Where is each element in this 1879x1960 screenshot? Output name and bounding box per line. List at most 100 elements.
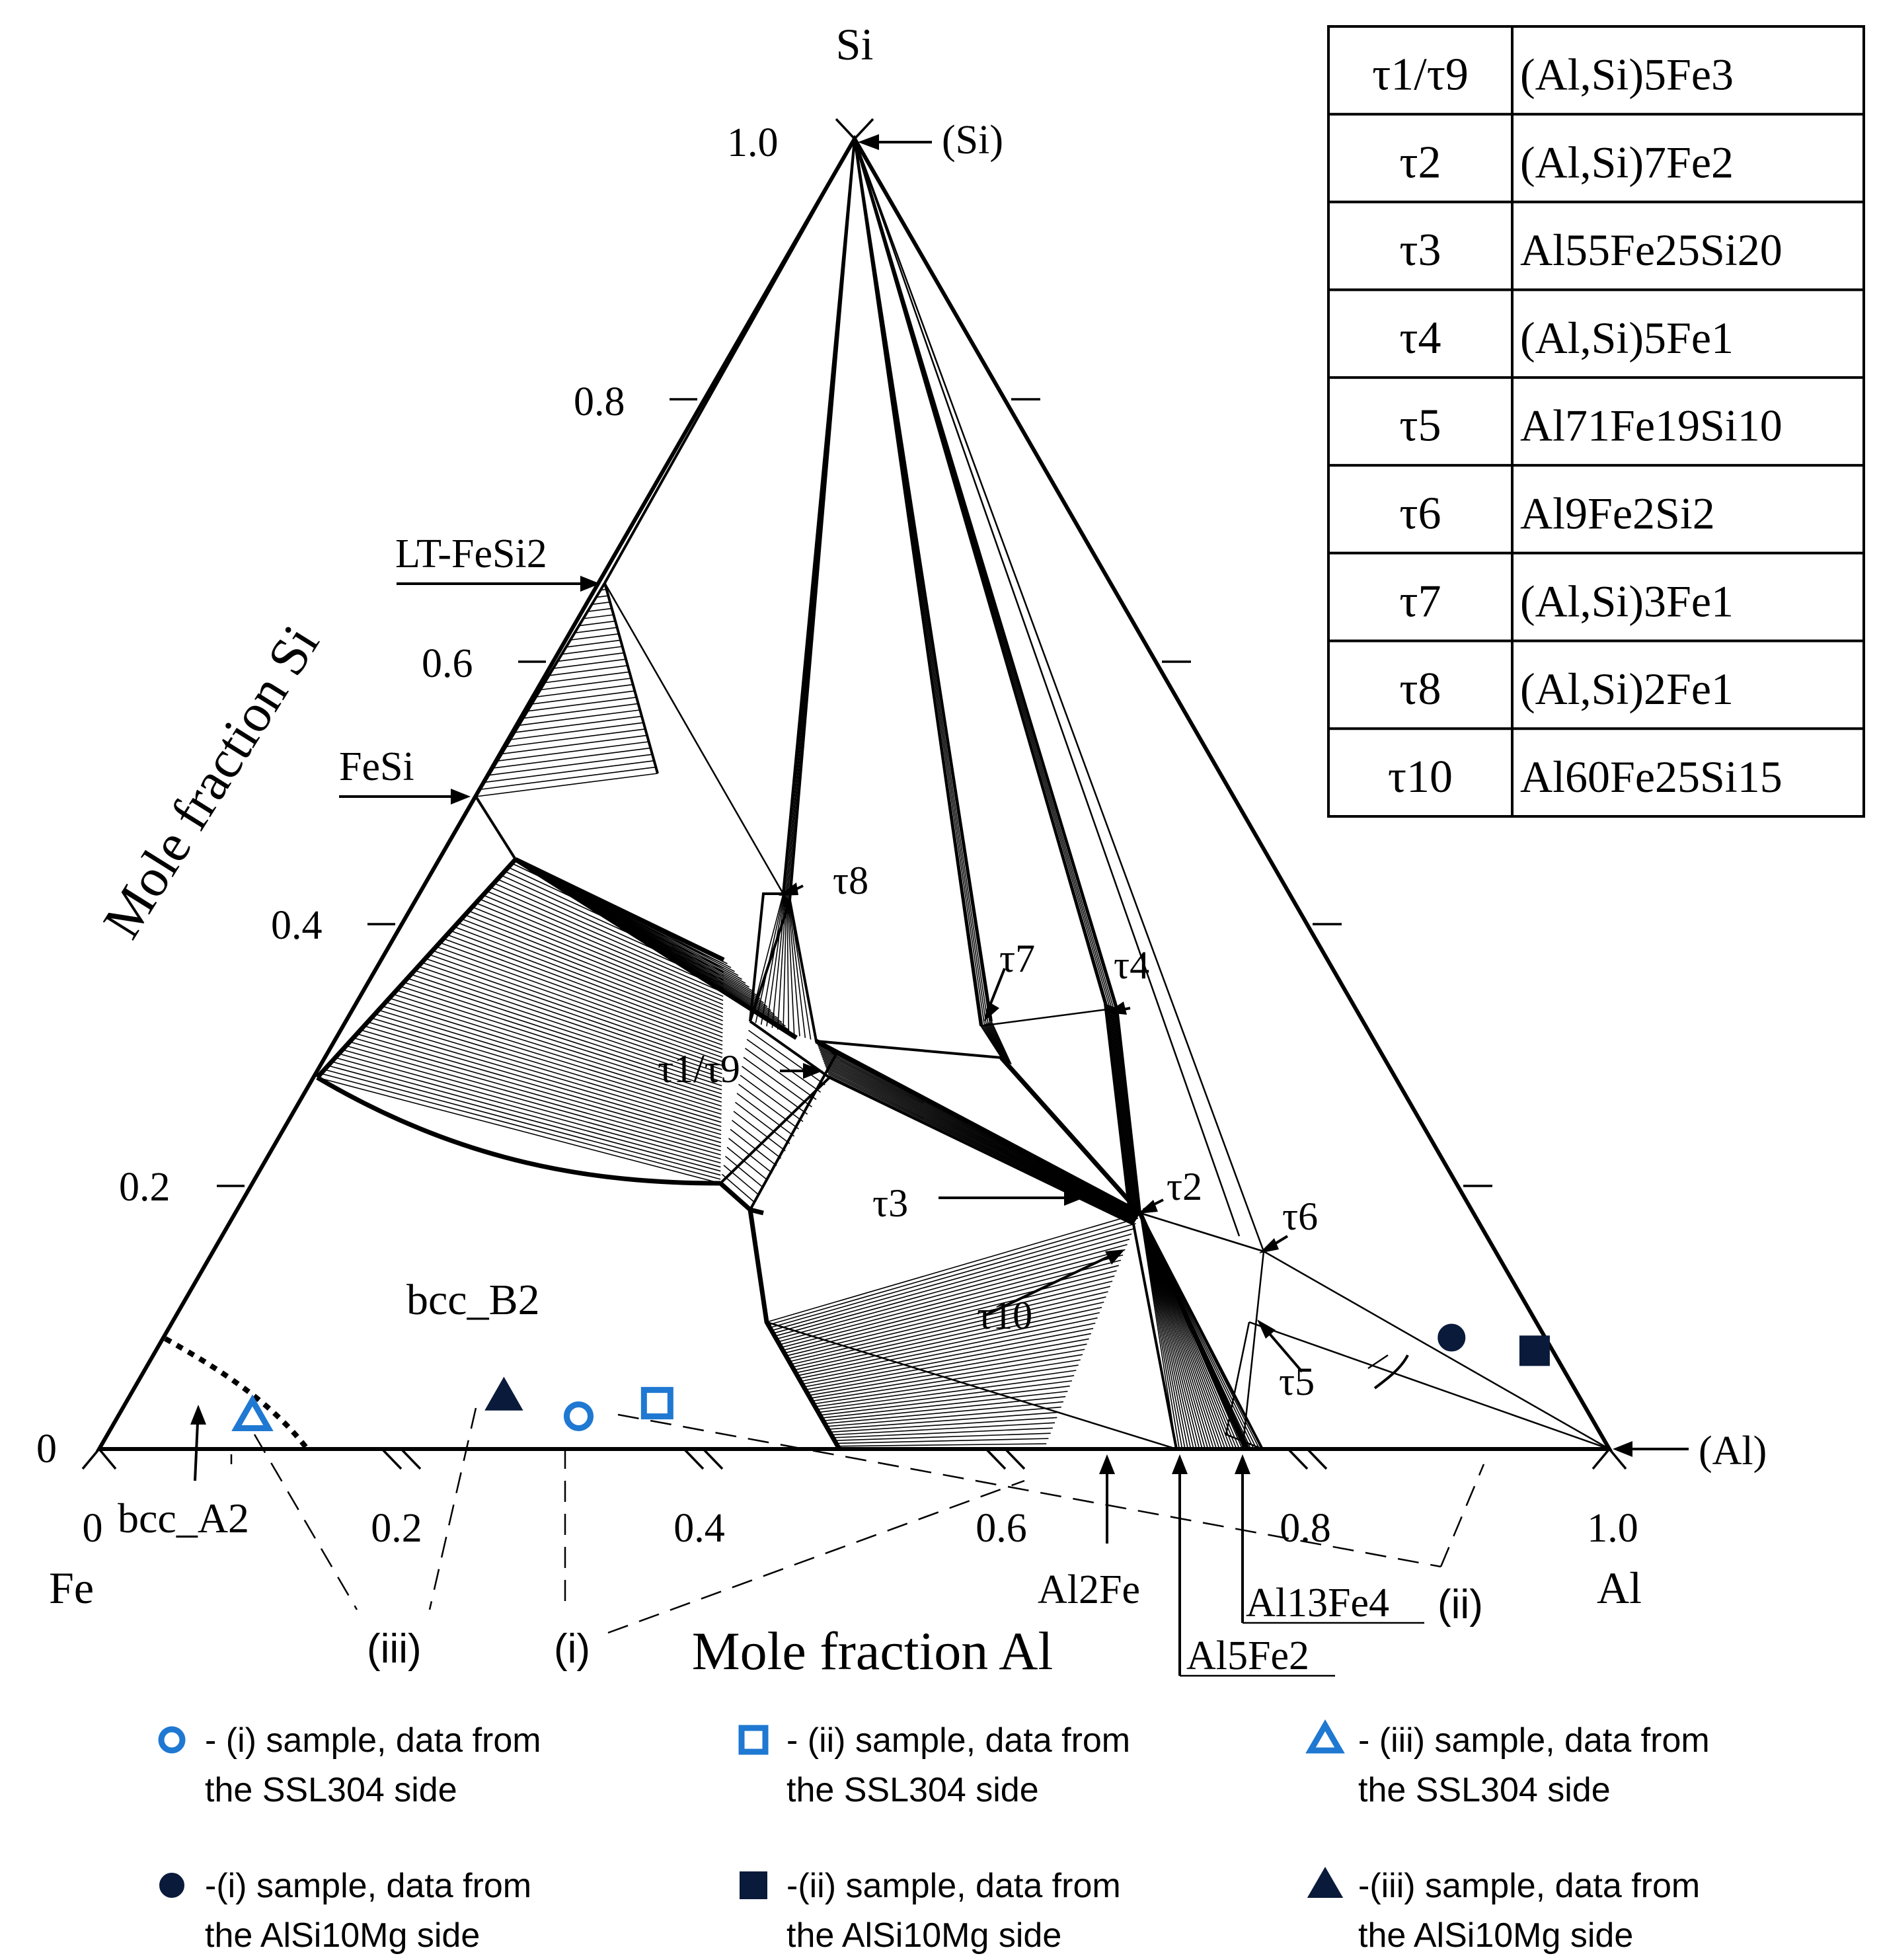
tie-line (385, 1001, 722, 1107)
tie-line (381, 1005, 722, 1111)
phase-table-formula: Al60Fe25Si15 (1520, 752, 1783, 802)
phase-table-formula: Al55Fe25Si20 (1520, 225, 1783, 275)
label-fesi: FeSi (339, 744, 414, 789)
tie-line (810, 1354, 1083, 1399)
tie-line (825, 1066, 1136, 1222)
label-tau7: τ7 (999, 937, 1035, 980)
label-tau1-9: τ1/τ9 (658, 1047, 740, 1091)
tie-line (453, 926, 723, 1030)
tie-line (823, 1060, 1137, 1220)
label-tau3: τ3 (872, 1181, 908, 1225)
tie-line (742, 1066, 808, 1115)
tie-line (786, 898, 795, 1035)
tie-line (457, 922, 723, 1026)
tie-line (349, 1041, 722, 1148)
tie-line (432, 950, 723, 1054)
tie-line (789, 1286, 1111, 1362)
bottom-axis-title: Mole fraction Al (692, 1621, 1054, 1681)
left-tick-label: 0.2 (119, 1165, 171, 1210)
legend-marker-open-square (738, 1725, 769, 1755)
tie-line (831, 1422, 1055, 1436)
tie-line (428, 954, 723, 1058)
tie-line (510, 722, 644, 740)
tie-line (1111, 1005, 1136, 1210)
tie-line (1106, 1004, 1131, 1208)
tie-line (982, 1025, 1004, 1060)
tie-line (518, 709, 640, 726)
tie-line (338, 1053, 721, 1159)
tie-line (724, 1156, 764, 1189)
label-bcc-a2: bcc_A2 (118, 1495, 249, 1542)
label-al13fe4: Al13Fe4 (1246, 1581, 1389, 1626)
tie-line (1110, 1005, 1135, 1210)
tie-line (506, 728, 646, 748)
tie-line (804, 1333, 1092, 1388)
tie-line (740, 1075, 804, 1122)
sample-marker-iii-alsi10mg (484, 1376, 523, 1411)
tie-line (824, 1401, 1064, 1425)
phase-table-border (1327, 25, 1865, 818)
tie-line (820, 1053, 1138, 1218)
tie-line (450, 930, 723, 1034)
tie-line (805, 1338, 1089, 1391)
phase-table-symbol: τ2 (1399, 137, 1441, 188)
tie-line (480, 766, 656, 791)
tie-line (360, 1029, 722, 1136)
tie-line (815, 1370, 1077, 1407)
phase-table-formula: (Al,Si)5Fe1 (1520, 313, 1734, 363)
tie-line (418, 966, 722, 1070)
tie-line (461, 918, 723, 1021)
tie-line (735, 1101, 790, 1144)
left-tick-label: 1.0 (727, 120, 779, 165)
tie-line (321, 1073, 721, 1180)
legend-text-line1: -(iii) sample, data from (1358, 1867, 1700, 1905)
label-tau8: τ8 (833, 859, 868, 902)
tie-line (771, 1228, 1134, 1331)
phase-table-formula: (Al,Si)7Fe2 (1520, 137, 1734, 187)
tie-line (820, 1386, 1070, 1416)
tie-line (407, 978, 722, 1083)
tie-line (346, 1045, 721, 1152)
tie-line (991, 1021, 1012, 1065)
tie-line (827, 1411, 1059, 1430)
label-tau6: τ6 (1282, 1195, 1318, 1238)
tie-line (827, 1073, 1135, 1224)
tie-line (784, 1270, 1117, 1354)
tie-line (443, 938, 723, 1042)
tie-line (787, 898, 800, 1037)
tie-line (746, 1039, 822, 1093)
tie-line (824, 1062, 1137, 1220)
phase-table-symbol: τ3 (1399, 225, 1441, 276)
bottom-tick-label: 1.0 (1587, 1506, 1638, 1551)
tie-line-hatching (317, 138, 1263, 1450)
tie-line (479, 898, 724, 1001)
left-tick-label: 0 (36, 1427, 57, 1471)
sample-marker-iii-ssl304 (231, 1394, 274, 1431)
phase-table-symbol: τ5 (1399, 401, 1441, 451)
tie-line (726, 1146, 769, 1181)
tie-line (574, 627, 617, 634)
label-tau5: τ5 (1279, 1360, 1315, 1403)
tie-line (829, 1417, 1057, 1433)
tie-line (1107, 1004, 1133, 1208)
tie-line (818, 1048, 1139, 1216)
tie-line (818, 1380, 1072, 1413)
tie-line (820, 1051, 1139, 1217)
sample-markers (231, 1323, 1550, 1431)
label-al-solid: (Al) (1699, 1429, 1767, 1473)
tie-line (514, 715, 642, 733)
left-tick-label: 0.4 (271, 903, 323, 948)
tie-line (760, 894, 785, 1025)
tie-line (353, 1037, 722, 1144)
phase-table-symbol: τ8 (1399, 664, 1441, 715)
tie-line (836, 1438, 1049, 1444)
sample-marker-ii-ssl304 (640, 1387, 673, 1420)
tie-line (1114, 1007, 1139, 1212)
left-tick-label: 0.8 (574, 379, 625, 424)
tie-line (826, 1070, 1135, 1223)
tie-line (730, 1128, 777, 1166)
phase-table-symbol: τ10 (1388, 752, 1453, 803)
tie-line (335, 1057, 721, 1164)
sample-label-iii: (iii) (367, 1626, 422, 1672)
